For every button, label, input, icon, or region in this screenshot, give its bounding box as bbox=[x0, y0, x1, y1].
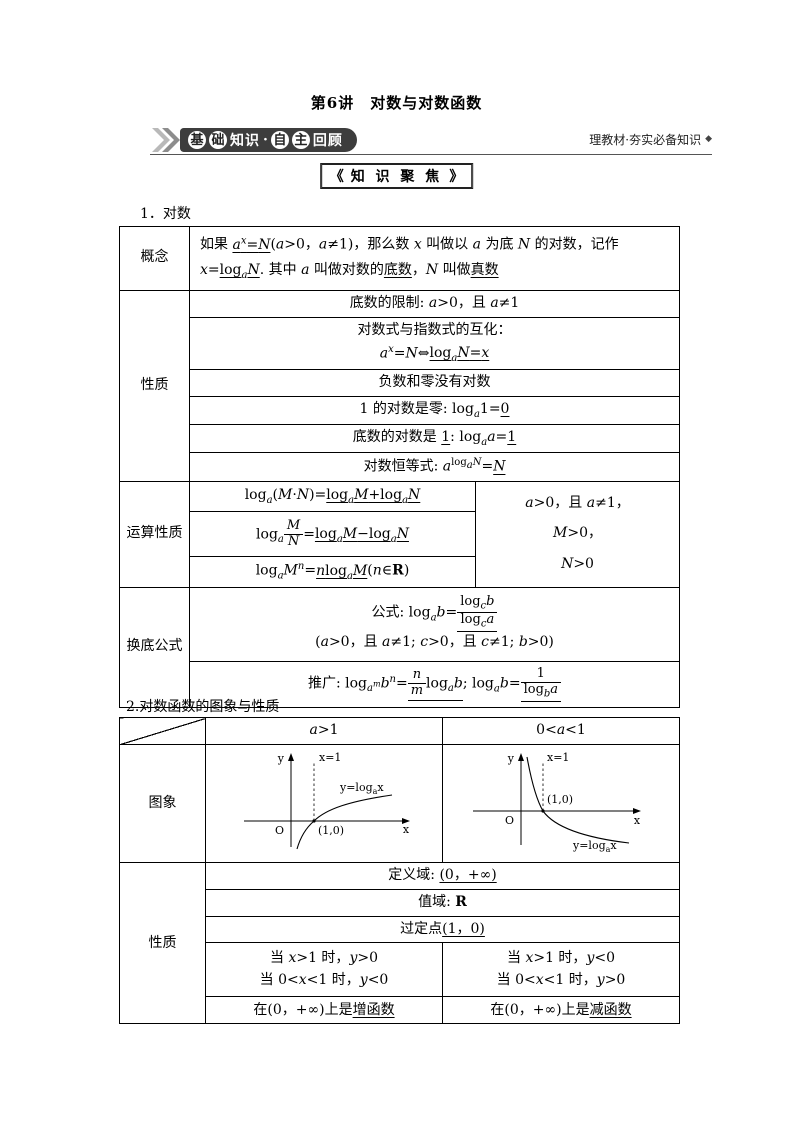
badge-right-mark-icon: 》 bbox=[449, 169, 464, 185]
header-banner: 基 础 知识 · 自 主 回顾 bbox=[180, 128, 357, 152]
knowledge-focus-badge: 《 知 识 聚 焦 》 bbox=[319, 163, 474, 189]
fixed-point-cell: 过定点(1，0) bbox=[205, 915, 680, 944]
diamond-icon: ◆ bbox=[705, 134, 712, 144]
section-2-heading: 2.对数函数的图象与性质 bbox=[126, 699, 280, 715]
section-1-heading: 1．对数 bbox=[140, 206, 191, 222]
monotonicity-left-cell: 在(0，+∞)上是增函数 bbox=[205, 996, 443, 1025]
property-cell: 负数和零没有对数 bbox=[188, 368, 681, 397]
graph-x-eq-1-label: x=1 bbox=[547, 751, 569, 764]
row-label-properties: 性质 bbox=[119, 289, 190, 482]
graph-0-lt-a-lt-1-cell: y x=1 x O (1,0) y=logax bbox=[442, 743, 680, 864]
banner-circled-char: 自 bbox=[270, 131, 289, 149]
header-right-note: 理教材·夯实必备知识 ◆ bbox=[589, 131, 712, 150]
chevron-decoration-icon bbox=[152, 128, 180, 152]
property-cell: 对数式与指数式的互化：ax=N⇔logaN=x bbox=[188, 316, 681, 370]
graph-point-label: (1,0) bbox=[547, 793, 573, 806]
property-cell: 1 的对数是零: loga1=0 bbox=[188, 395, 681, 425]
banner-circled-char: 主 bbox=[291, 131, 310, 149]
graph-y-axis-label: y bbox=[277, 752, 285, 765]
page-title: 第6讲 对数与对数函数 bbox=[310, 94, 483, 112]
badge-left-mark-icon: 《 bbox=[329, 169, 344, 185]
header-right-text: 理教材·夯实必备知识 bbox=[589, 132, 702, 147]
diagonal-header-cell bbox=[119, 717, 206, 745]
operation-formula-cell: logaMn=nlogaM(n∈R) bbox=[189, 556, 476, 588]
operation-formula-cell: loga(M·N)=logaM+logaN bbox=[189, 480, 476, 513]
log-graph-increasing: y x=1 x O (1,0) y=logax bbox=[244, 751, 410, 849]
banner-dot: · bbox=[263, 132, 268, 148]
graph-curve-label: y=logax bbox=[572, 839, 617, 854]
graph-origin-label: O bbox=[275, 824, 284, 837]
row-label-properties: 性质 bbox=[119, 862, 206, 1025]
row-label-operations: 运算性质 bbox=[119, 480, 190, 588]
log-graph-decreasing: y x=1 x O (1,0) y=logax bbox=[473, 751, 641, 854]
graph-point-label: (1,0) bbox=[318, 824, 344, 837]
log-function-graph-property-table: a>1 0<a<1 图象 y x=1 x O (1,0) bbox=[119, 717, 680, 1025]
property-cell: 底数的对数是 1: logaa=1 bbox=[188, 423, 681, 454]
banner-text: 回顾 bbox=[312, 133, 343, 149]
badge-title: 知 识 聚 焦 bbox=[350, 169, 443, 185]
property-cell: 对数恒等式: alogaN=N bbox=[188, 452, 681, 482]
logarithm-definition-table: 概念 如果 ax=N(a>0，a≠1)，那么数 x 叫做以 a 为底 N 的对数… bbox=[119, 226, 681, 708]
operation-conditions-cell: a>0，且 a≠1，M>0，N>0 bbox=[474, 480, 681, 588]
section-header-banner-row: 基 础 知识 · 自 主 回顾 理教材·夯实必备知识 ◆ bbox=[150, 126, 712, 155]
row-label-change-of-base: 换底公式 bbox=[119, 586, 190, 708]
concept-definition-cell: 如果 ax=N(a>0，a≠1)，那么数 x 叫做以 a 为底 N 的对数，记作… bbox=[188, 226, 681, 291]
graph-curve-label: y=logax bbox=[339, 781, 384, 796]
row-label-concept: 概念 bbox=[119, 226, 190, 291]
graph-x-axis-label: x bbox=[403, 823, 410, 836]
graph-x-axis-label: x bbox=[634, 814, 641, 827]
property-cell: 底数的限制: a>0，且 a≠1 bbox=[188, 289, 681, 318]
domain-cell: 定义域: (0，+∞) bbox=[205, 862, 680, 891]
graph-a-gt-1-cell: y x=1 x O (1,0) y=logax bbox=[205, 743, 443, 864]
banner-circled-char: 基 bbox=[188, 131, 206, 149]
graph-y-axis-label: y bbox=[507, 752, 515, 765]
graph-x-eq-1-label: x=1 bbox=[319, 751, 341, 764]
graph-origin-label: O bbox=[505, 814, 514, 827]
row-label-graph: 图象 bbox=[119, 743, 206, 864]
column-header-0-lt-a-lt-1: 0<a<1 bbox=[442, 717, 680, 745]
banner-text: 知识 bbox=[230, 133, 260, 149]
monotonicity-right-cell: 在(0，+∞)上是减函数 bbox=[442, 996, 680, 1025]
column-header-a-gt-1: a>1 bbox=[205, 717, 443, 745]
banner-circled-char: 础 bbox=[209, 131, 227, 149]
range-cell: 值域: R bbox=[205, 889, 680, 917]
